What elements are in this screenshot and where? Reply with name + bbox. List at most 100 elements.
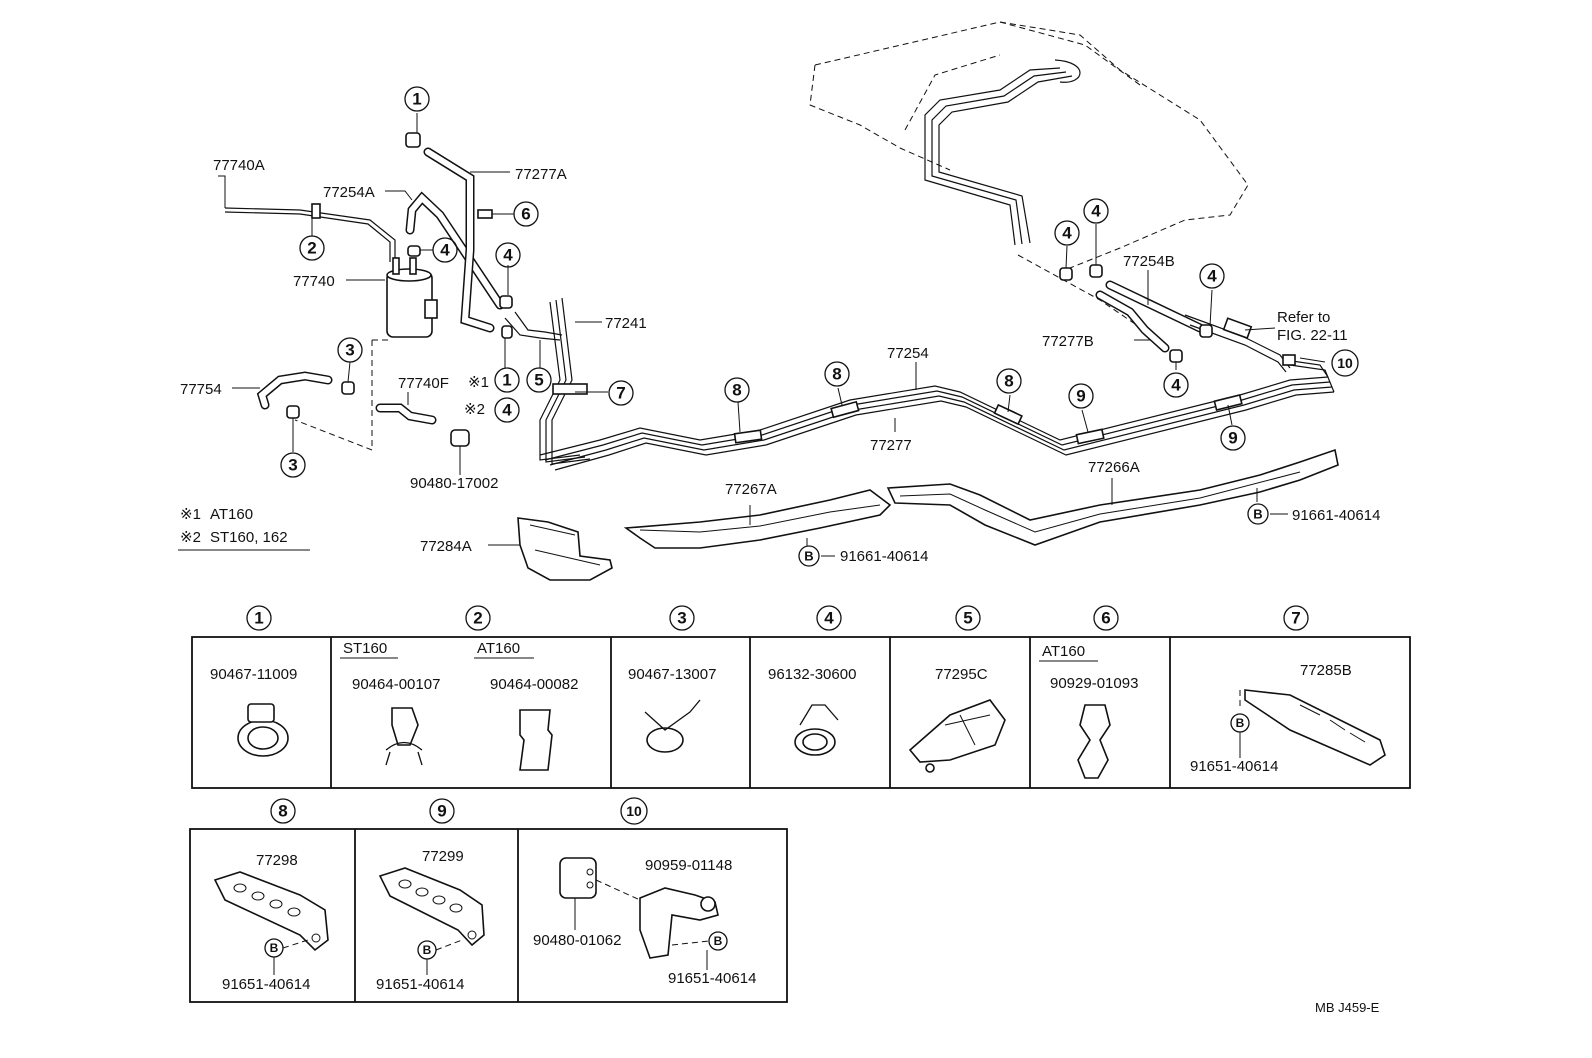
grommet-icon [450,429,470,447]
svg-text:6: 6 [1101,609,1110,628]
clip-1b-icon [501,325,513,339]
diagram-callouts: 1 2 6 4 4 3 3 1 4 5 7 8 8 8 9 9 4 4 4 4 … [280,86,1359,567]
svg-text:B: B [1253,507,1262,522]
callout-b-b: B [1247,503,1269,525]
clip-4e-icon [1199,324,1213,338]
table-callout-7: 7 [1283,605,1309,631]
label-77266A: 77266A [1088,459,1140,476]
svg-text:4: 4 [1062,224,1072,243]
svg-text:9: 9 [437,802,446,821]
callout-1-top: 1 [404,86,430,112]
callout-4-g: 4 [1163,372,1189,398]
callout-8-a: 8 [724,377,750,403]
callout-8-b: 8 [824,361,850,387]
protector-77266A-icon [886,448,1339,546]
label-77740A: 77740A [213,157,265,174]
svg-text:4: 4 [1207,267,1217,286]
cell3-part: 90467-13007 [628,666,716,683]
clip-3a-icon [341,381,355,395]
label-77254B: 77254B [1123,253,1175,270]
svg-text:8: 8 [732,381,741,400]
svg-text:4: 4 [503,246,513,265]
callout-10: 10 [1331,349,1359,377]
svg-text:9: 9 [1228,429,1237,448]
svg-text:3: 3 [677,609,686,628]
clip-90464-00107-icon [385,707,423,766]
main-fuel-lines [539,359,1335,471]
svg-text:1: 1 [254,609,263,628]
clip-1-icon [405,132,421,148]
label-77740F: 77740F [398,375,449,392]
table-callout-5: 5 [955,605,981,631]
callout-9-a: 9 [1068,383,1094,409]
cell10-part2: 90480-01062 [533,932,621,949]
label-77241: 77241 [605,315,647,332]
callout-4-e: 4 [1083,198,1109,224]
callout-4-d: 4 [1054,220,1080,246]
label-refer-to: Refer to [1277,309,1330,326]
svg-text:7: 7 [616,384,625,403]
note1-text: AT160 [210,506,253,523]
clamp-96132-30600-icon [794,704,839,756]
svg-text:6: 6 [521,205,530,224]
svg-text:2: 2 [473,609,482,628]
clamp-9b-icon [1213,394,1243,411]
callout-4-b: 4 [495,242,521,268]
protector-77267A-icon [623,489,892,549]
clip-4f-icon [1169,349,1183,363]
svg-text:B: B [423,943,432,957]
footer-code: MB J459-E [1315,1000,1380,1015]
clamp-90959-01148-icon: B [559,857,728,970]
svg-text:4: 4 [440,241,450,260]
svg-text:3: 3 [345,341,354,360]
clip-4d-icon [1089,264,1103,278]
svg-text:7: 7 [1291,609,1300,628]
table-callout-4: 4 [816,605,842,631]
label-77284A: 77284A [420,538,472,555]
fuel-connector-icon [1222,317,1253,340]
cell9-part2: 91651-40614 [376,976,464,993]
table-callout-8: 8 [270,798,296,824]
clamp-77298-icon: B [213,871,329,975]
cell7-part1: 77285B [1300,662,1352,679]
svg-text:4: 4 [1171,376,1181,395]
clamp-8a-icon [733,429,763,444]
rear-hoses [1059,264,1296,373]
svg-text:9: 9 [1076,387,1085,406]
cell6-sub-at160: AT160 [1042,643,1085,660]
clip-6-icon [477,209,493,219]
label-77277B: 77277B [1042,333,1094,350]
table-callout-3: 3 [669,605,695,631]
label-91661-40614-b: 91661-40614 [1292,507,1380,524]
clamp-90467-13007-icon [644,699,701,753]
clip-90464-00082-icon [519,709,553,771]
clip-3b-icon [286,405,300,419]
clip-4c-icon [1059,267,1073,281]
clamp-8b-icon [830,400,860,419]
callout-1-b: 1 [494,367,520,393]
protector-77284A-icon [517,517,613,581]
clip-4a-icon [407,245,421,257]
note1-mark-inline: ※1 [468,374,489,391]
cell2-sub-at160: AT160 [477,640,520,657]
callout-2: 2 [299,235,325,261]
label-77754: 77754 [180,381,222,398]
svg-text:B: B [714,934,723,948]
label-90480-17002: 90480-17002 [410,475,498,492]
svg-text:B: B [1236,716,1245,730]
cell4-part: 96132-30600 [768,666,856,683]
cell7-part2: 91651-40614 [1190,758,1278,775]
label-fig-22-11: FIG. 22-11 [1277,327,1348,344]
svg-text:8: 8 [278,802,287,821]
svg-text:2: 2 [307,239,316,258]
cell10-part3: 91651-40614 [668,970,756,987]
svg-text:8: 8 [832,365,841,384]
cell2-part1: 90464-00107 [352,676,440,693]
svg-text:4: 4 [502,401,512,420]
cell8-part2: 91651-40614 [222,976,310,993]
callout-3-a: 3 [337,337,363,363]
leader-lines [178,113,1326,557]
callout-4-a: 4 [432,237,458,263]
fuel-lines-upper [924,59,1171,349]
